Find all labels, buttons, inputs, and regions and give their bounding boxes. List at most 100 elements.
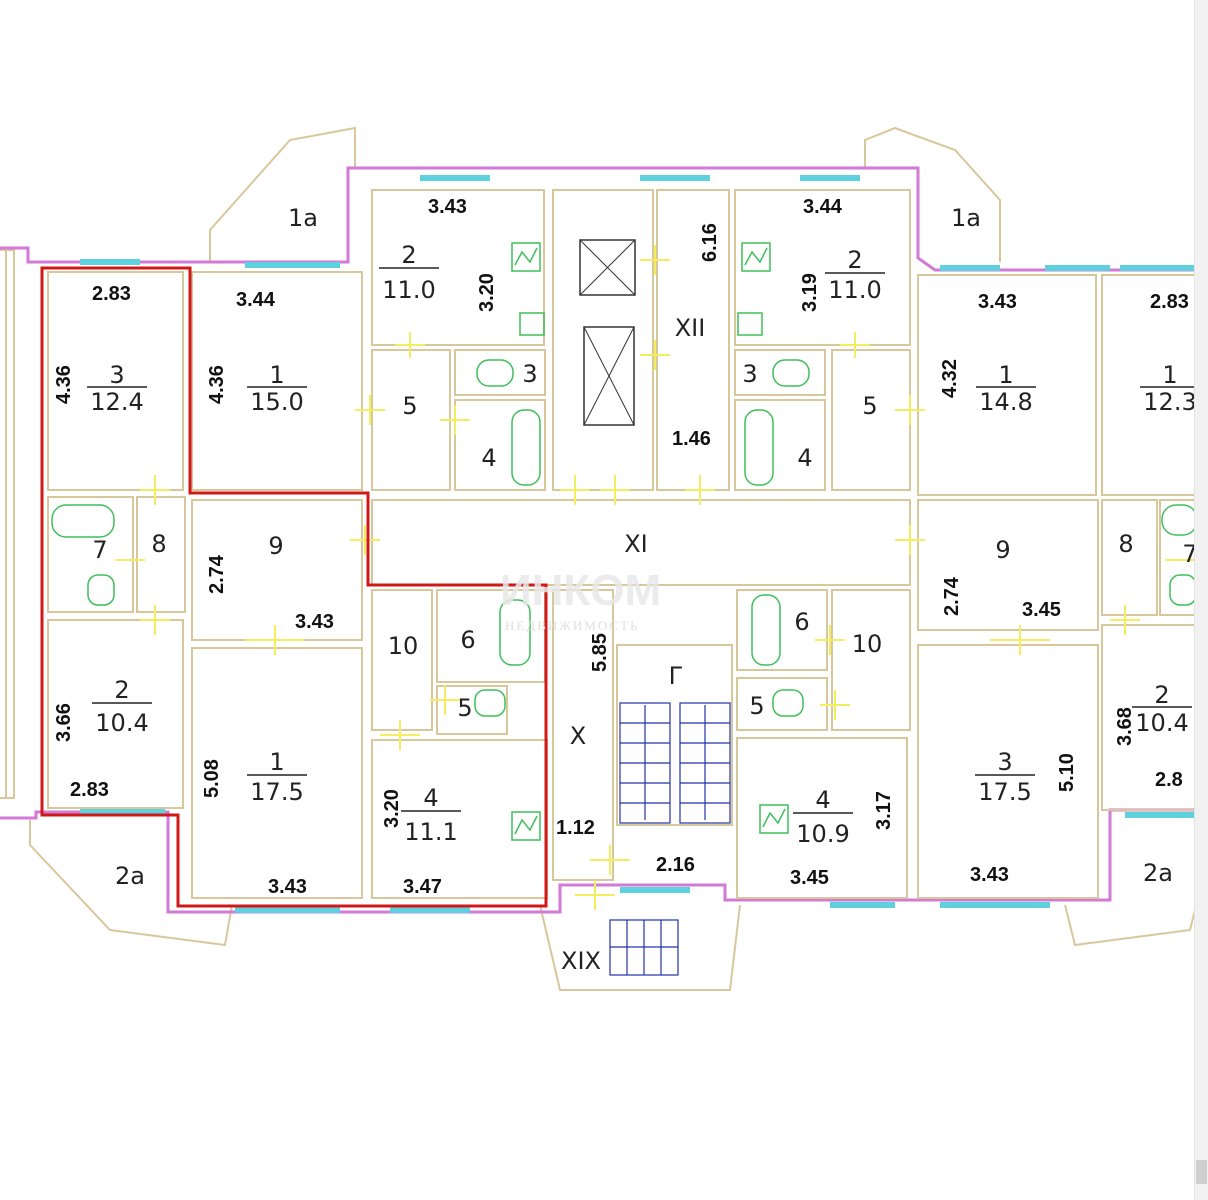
room-label: 4	[481, 444, 496, 472]
room-2-area: 211.0	[825, 246, 885, 304]
dimension: 2.83	[70, 779, 109, 801]
outer-walls	[0, 166, 1195, 914]
room-label: XIX	[561, 947, 601, 975]
dimension: 3.43	[295, 611, 334, 633]
dimension: 2.74	[206, 554, 228, 594]
room-2-area: 210.4	[92, 676, 152, 737]
dimension: 3.45	[790, 867, 829, 889]
svg-text:2: 2	[401, 241, 416, 269]
dimension: 6.16	[699, 223, 721, 262]
svg-text:2: 2	[1154, 681, 1169, 709]
dimension: 4.36	[53, 365, 75, 404]
dimension-labels: 2.83 3.44 3.43 6.16 3.44 3.43 2.83 4.36 …	[53, 196, 1189, 898]
room-label: Г	[669, 662, 684, 690]
dimension: 1.12	[556, 817, 595, 839]
room-label: 4	[797, 444, 812, 472]
room-4-area: 411.1	[401, 784, 461, 846]
dimension: 3.66	[53, 703, 75, 742]
svg-text:1: 1	[269, 748, 284, 776]
svg-text:10.9: 10.9	[796, 820, 849, 848]
door-marks	[115, 245, 1195, 910]
room-3-area: 312.4	[87, 361, 147, 416]
watermark-logo: ИНКОМ	[500, 566, 661, 615]
svg-text:3: 3	[997, 748, 1012, 776]
svg-text:10.4: 10.4	[1135, 709, 1188, 737]
elevator-icons	[579, 239, 636, 426]
room-label: 2a	[1143, 859, 1173, 887]
room-1-area: 114.8	[976, 361, 1036, 416]
room-3-area: 317.5	[975, 748, 1035, 806]
room-1-area: 112.3	[1140, 361, 1195, 416]
room-label: 2a	[115, 862, 145, 890]
dimension: 3.43	[970, 864, 1009, 886]
dimension: 5.08	[201, 759, 223, 798]
room-label: 7	[1182, 540, 1195, 568]
dimension: 3.43	[268, 876, 307, 898]
dimension: 5.10	[1056, 753, 1078, 792]
room-label: 5	[402, 392, 417, 420]
staircase-icons	[609, 702, 731, 976]
svg-text:1: 1	[269, 361, 284, 389]
dimension: 4.36	[206, 365, 228, 404]
dimension: 2.16	[656, 854, 695, 876]
svg-text:1: 1	[1162, 361, 1177, 389]
svg-text:4: 4	[423, 784, 438, 812]
dimension: 2.83	[1150, 291, 1189, 313]
room-label: 3	[522, 360, 537, 388]
svg-text:14.8: 14.8	[979, 388, 1032, 416]
room-label: XII	[675, 314, 706, 342]
dimension: 2.8	[1155, 769, 1183, 791]
room-label: X	[570, 722, 586, 750]
dimension: 3.68	[1114, 707, 1136, 746]
dimension: 1.46	[672, 428, 711, 450]
svg-text:17.5: 17.5	[250, 778, 303, 806]
room-area-labels: 312.4 115.0 211.0 211.0 114.8 112.3 210.…	[87, 241, 1195, 848]
svg-text:11.0: 11.0	[828, 276, 881, 304]
svg-text:1: 1	[998, 361, 1013, 389]
room-label: 1a	[288, 204, 318, 232]
room-label: 9	[268, 532, 283, 560]
room-label: 10	[852, 630, 883, 658]
room-label: 10	[388, 632, 419, 660]
room-number-labels: 1a 1a 5 3 4 XII 3 5 4 7 8 9 XI 9 8 7 10 …	[92, 204, 1195, 975]
selected-apartment-outline[interactable]	[40, 266, 548, 908]
svg-text:3: 3	[109, 361, 124, 389]
dimension: 4.32	[939, 359, 961, 398]
scrollbar-thumb[interactable]	[1196, 1160, 1207, 1184]
dimension: 3.43	[428, 196, 467, 218]
room-label: XI	[624, 530, 648, 558]
svg-text:12.3: 12.3	[1143, 388, 1195, 416]
room-label: 1a	[951, 204, 981, 232]
bay-outlines	[0, 126, 1195, 991]
dimension: 3.44	[803, 196, 843, 218]
svg-text:10.4: 10.4	[95, 709, 148, 737]
watermark-subtitle: НЕДВИЖИМОСТЬ	[505, 618, 639, 633]
room-4-area: 410.9	[793, 786, 853, 848]
dimension: 2.83	[92, 283, 131, 305]
windows	[80, 175, 1195, 913]
svg-text:17.5: 17.5	[978, 778, 1031, 806]
room-label: 6	[460, 626, 475, 654]
dimension: 2.74	[941, 576, 963, 616]
room-label: 8	[1118, 530, 1133, 558]
dimension: 3.20	[476, 273, 498, 312]
dimension: 5.85	[589, 633, 611, 672]
room-label: 8	[151, 530, 166, 558]
svg-text:11.1: 11.1	[404, 818, 457, 846]
room-label: 5	[457, 694, 472, 722]
room-label: 3	[742, 360, 757, 388]
room-label: 7	[92, 536, 107, 564]
vertical-scrollbar[interactable]	[1194, 0, 1208, 1200]
svg-text:15.0: 15.0	[250, 388, 303, 416]
plumbing-fixtures	[51, 242, 1195, 841]
room-label: 9	[995, 536, 1010, 564]
dimension: 3.19	[799, 273, 821, 312]
svg-text:2: 2	[114, 676, 129, 704]
room-label: 5	[862, 392, 877, 420]
room-1-area: 115.0	[247, 361, 307, 416]
dimension: 3.47	[403, 876, 442, 898]
dimension: 3.44	[236, 289, 276, 311]
room-2-area: 210.4	[1132, 681, 1192, 737]
svg-text:12.4: 12.4	[90, 388, 143, 416]
